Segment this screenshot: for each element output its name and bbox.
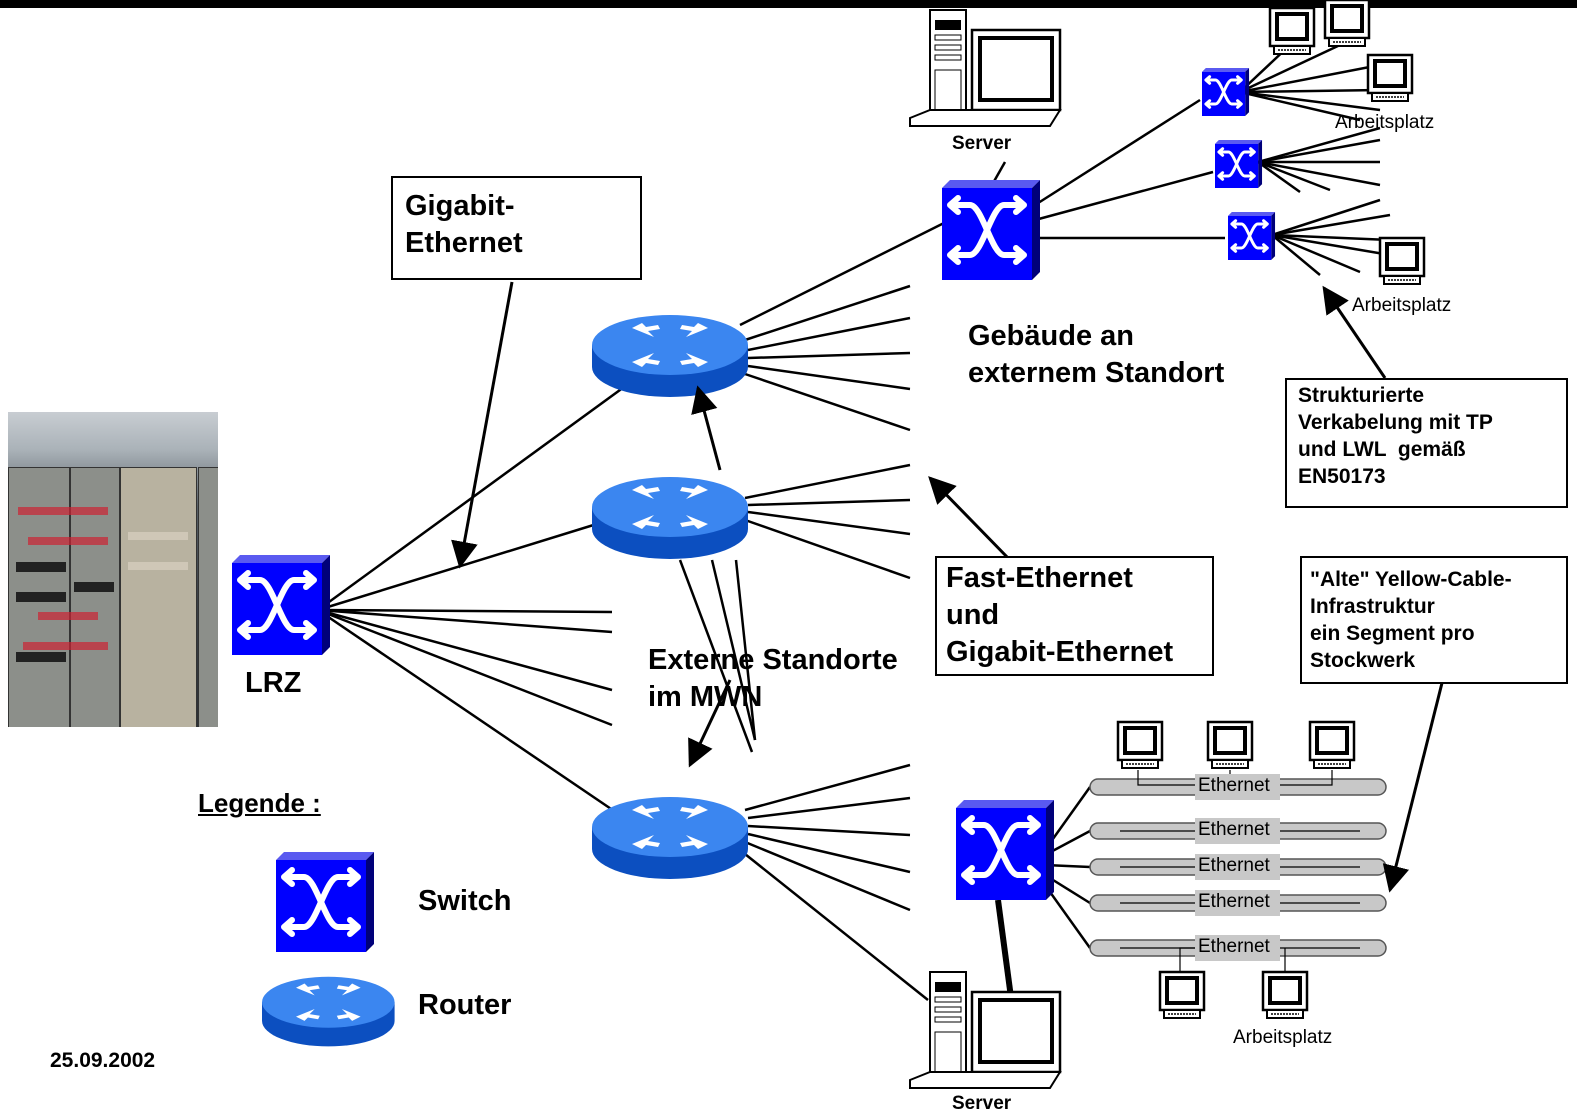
workstation-label: Arbeitsplatz <box>1352 295 1452 316</box>
structured-cabling-label: Strukturierte Verkabelung mit TP und LWL… <box>1298 384 1493 488</box>
bottom-switch-icon <box>956 800 1054 900</box>
top-bar <box>0 0 1577 8</box>
router-icon <box>592 797 748 879</box>
workstation-icon <box>1261 970 1309 1020</box>
workstation-icon <box>1116 720 1164 770</box>
legend-router-icon <box>262 976 395 1047</box>
yellow-cable-callout <box>1300 556 1568 684</box>
workstation-label: Arbeitsplatz <box>1233 1027 1333 1048</box>
server-icon <box>908 970 1062 1090</box>
legend-switch-icon <box>276 852 374 952</box>
workstation-icon <box>1158 970 1206 1020</box>
workstation-icon <box>1323 0 1371 48</box>
fast-gigabit-callout <box>935 556 1214 676</box>
workstation-icon <box>1308 720 1356 770</box>
ethernet-label: Ethernet <box>1198 819 1270 840</box>
workstation-icon <box>1206 720 1254 770</box>
server-icon <box>908 8 1062 128</box>
building-label: Gebäude an externem Standort <box>968 320 1225 389</box>
structured-cabling-callout <box>1285 378 1568 508</box>
floor-switch-icon <box>1226 210 1277 262</box>
workstation-label: Arbeitsplatz <box>1335 112 1435 133</box>
server-label: Server <box>952 133 1012 154</box>
floor-switch-icon <box>1200 66 1251 118</box>
lrz-switch-icon <box>232 555 330 655</box>
server-label: Server <box>952 1093 1012 1114</box>
gigabit-ethernet-callout <box>391 176 642 280</box>
building-switch-icon <box>942 180 1040 280</box>
date-label: 25.09.2002 <box>50 1049 156 1072</box>
workstation-icon <box>1366 53 1414 103</box>
legend-switch-label: Switch <box>418 885 512 917</box>
router-icon <box>592 477 748 559</box>
ethernet-label: Ethernet <box>1198 775 1270 796</box>
workstation-icon <box>1378 236 1426 286</box>
ethernet-label: Ethernet <box>1198 891 1270 912</box>
fast-gigabit-label: Fast-Ethernet und Gigabit-Ethernet <box>946 562 1174 668</box>
external-sites-label: Externe Standorte im MWN <box>648 644 898 713</box>
floor-switch-icon <box>1213 138 1264 190</box>
ethernet-label: Ethernet <box>1198 936 1270 957</box>
legend-router-label: Router <box>418 989 512 1021</box>
ethernet-label: Ethernet <box>1198 855 1270 876</box>
yellow-cable-label: "Alte" Yellow-Cable- Infrastruktur ein S… <box>1310 568 1512 672</box>
lrz-rack-photo <box>8 412 218 727</box>
gigabit-ethernet-label: Gigabit- Ethernet <box>405 190 523 259</box>
legend-title: Legende : <box>198 788 321 818</box>
lrz-label: LRZ <box>245 667 302 699</box>
workstation-icon <box>1268 6 1316 56</box>
router-icon <box>592 315 748 397</box>
